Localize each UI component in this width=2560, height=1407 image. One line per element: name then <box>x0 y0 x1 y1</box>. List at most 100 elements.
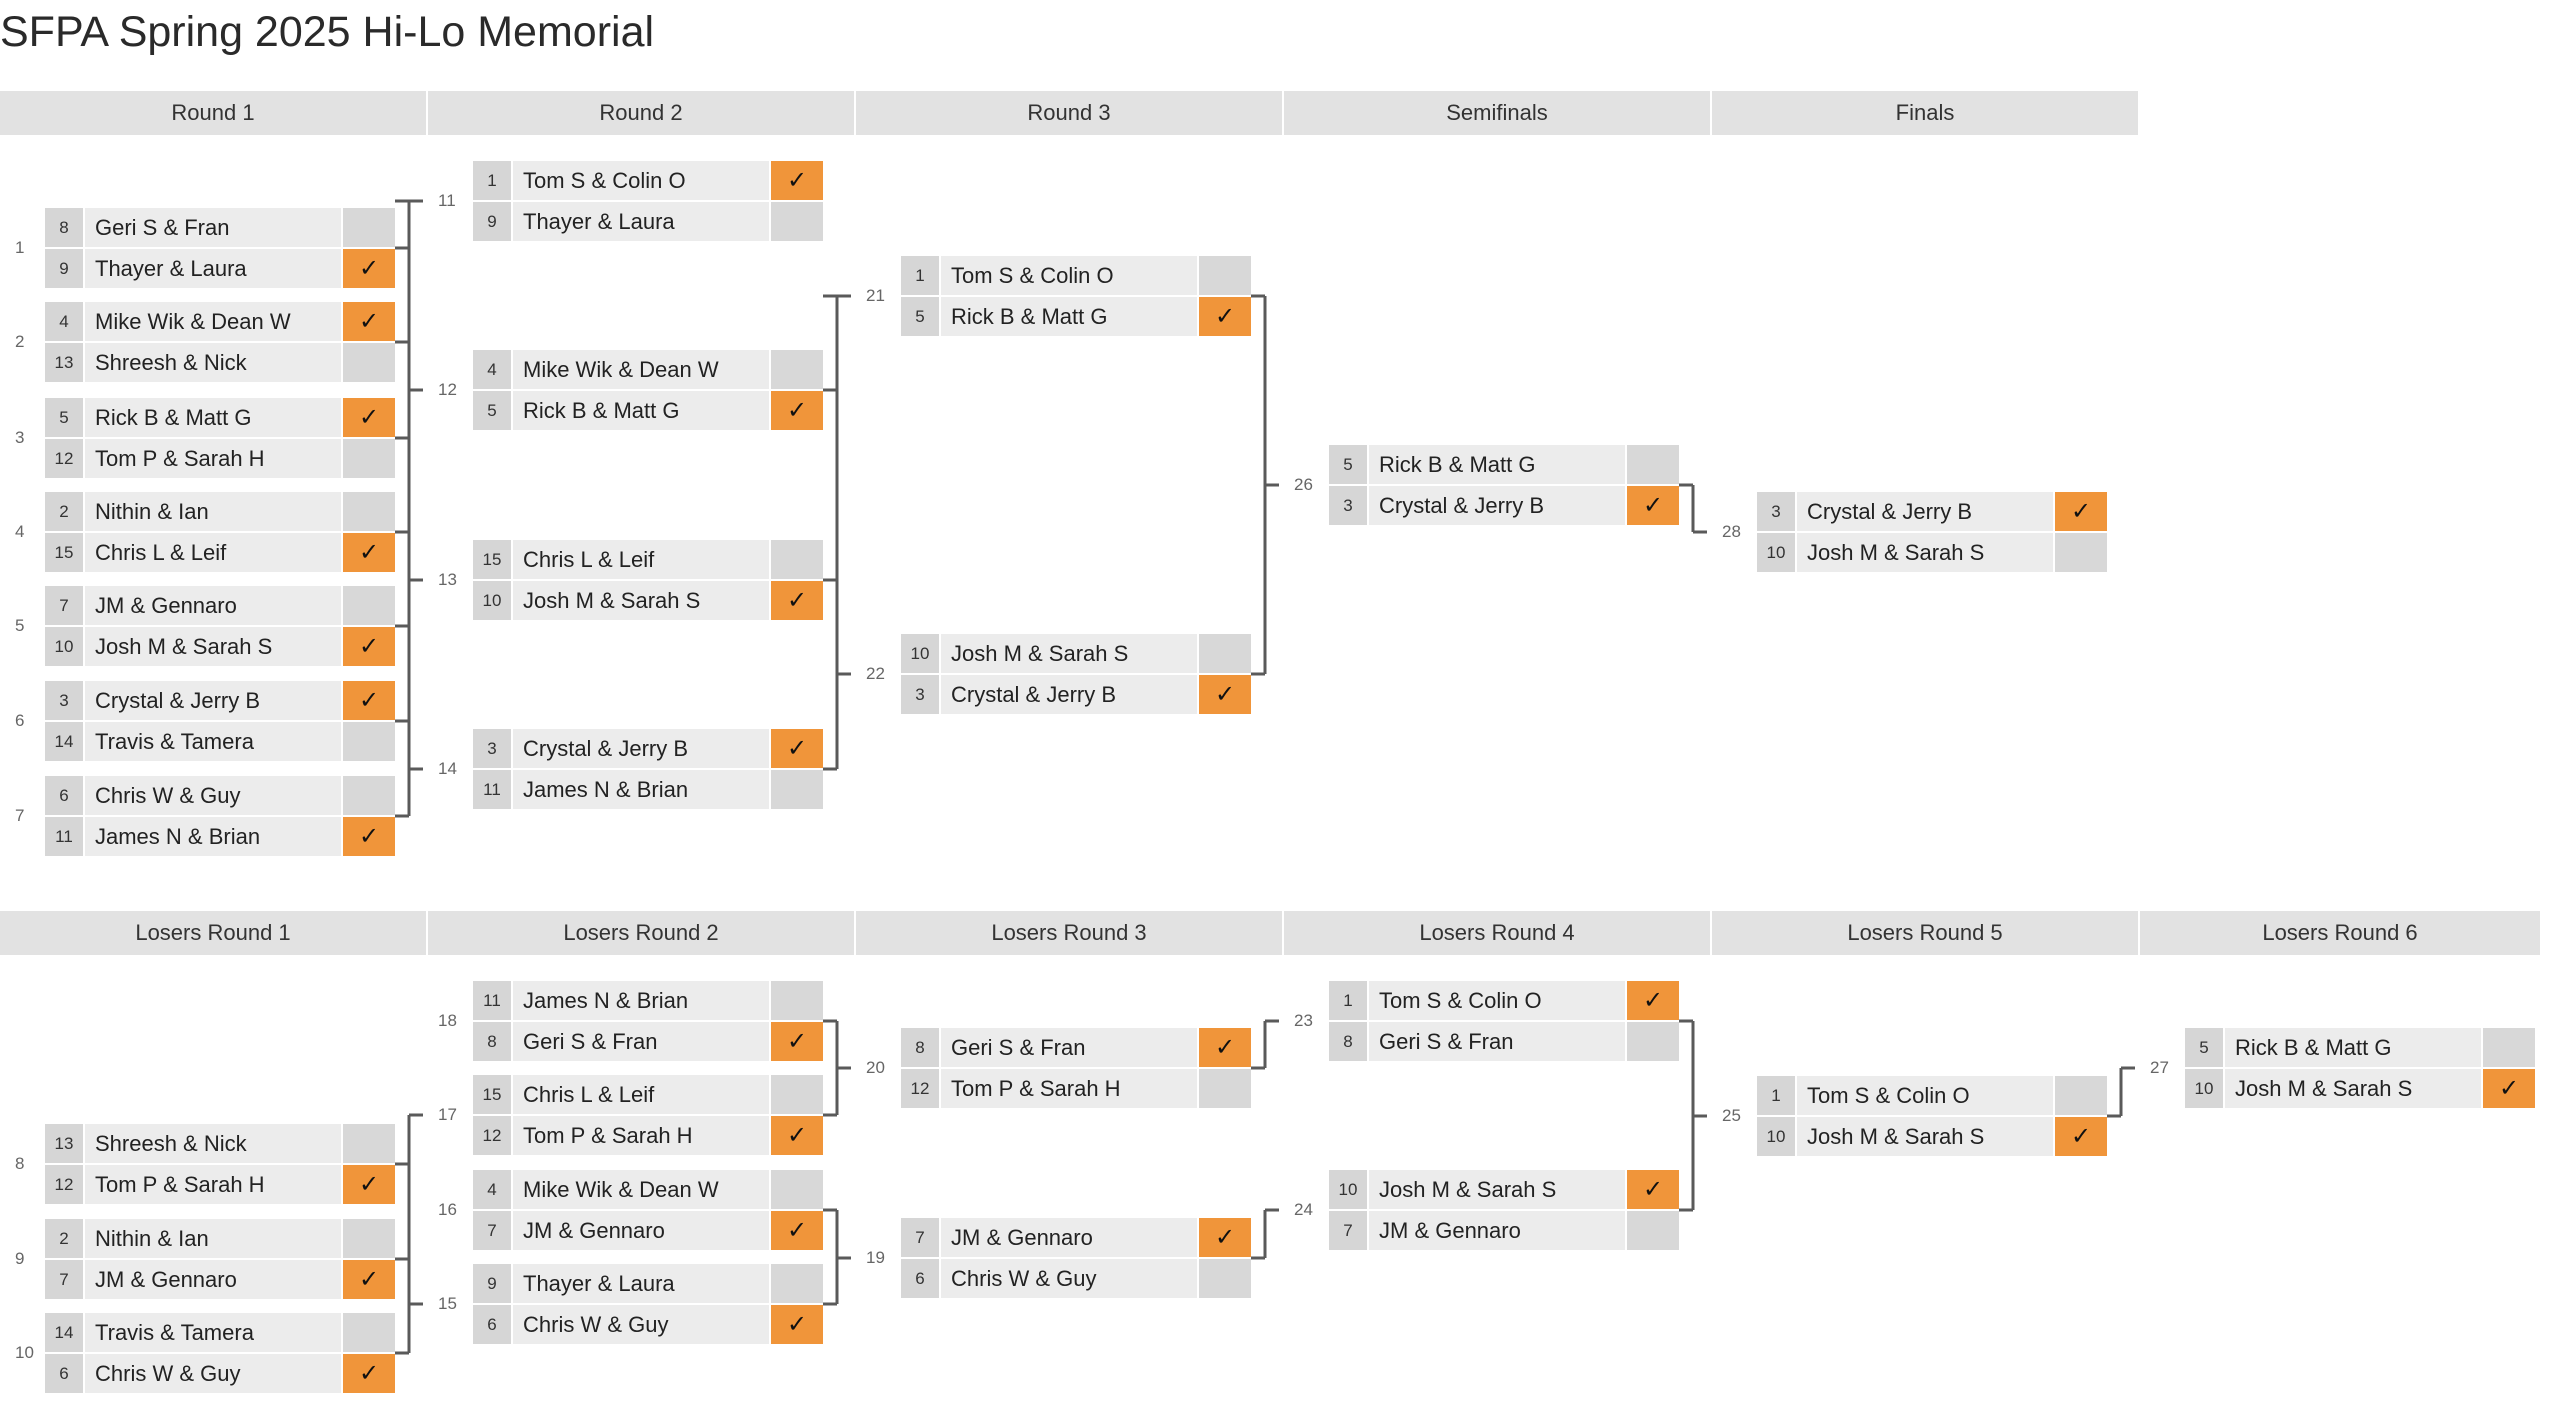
result-cell[interactable] <box>1199 1069 1251 1108</box>
result-cell[interactable] <box>2483 1028 2535 1067</box>
result-cell[interactable] <box>2055 1076 2107 1115</box>
winner-check-icon[interactable]: ✓ <box>343 1354 395 1393</box>
result-cell[interactable] <box>343 722 395 761</box>
result-cell[interactable] <box>2055 533 2107 572</box>
winner-check-icon[interactable]: ✓ <box>771 1305 823 1344</box>
result-cell[interactable] <box>343 1219 395 1258</box>
winner-check-icon[interactable]: ✓ <box>343 1165 395 1204</box>
result-cell[interactable] <box>343 439 395 478</box>
winner-check-icon[interactable]: ✓ <box>771 391 823 430</box>
result-cell[interactable] <box>1627 1211 1679 1250</box>
winner-check-icon[interactable]: ✓ <box>771 161 823 200</box>
winner-check-icon[interactable]: ✓ <box>771 581 823 620</box>
winner-check-icon[interactable]: ✓ <box>343 533 395 572</box>
winner-check-icon[interactable]: ✓ <box>771 1211 823 1250</box>
result-cell[interactable] <box>343 1313 395 1352</box>
result-cell[interactable] <box>343 343 395 382</box>
result-cell[interactable] <box>1627 445 1679 484</box>
result-cell[interactable] <box>343 208 395 247</box>
result-cell[interactable] <box>343 776 395 815</box>
winner-check-icon[interactable]: ✓ <box>2055 1117 2107 1156</box>
result-cell[interactable] <box>343 1124 395 1163</box>
result-cell[interactable] <box>1199 634 1251 673</box>
result-cell[interactable] <box>771 981 823 1020</box>
winner-check-icon[interactable]: ✓ <box>1199 297 1251 336</box>
winner-check-icon[interactable]: ✓ <box>343 398 395 437</box>
winner-check-icon[interactable]: ✓ <box>343 302 395 341</box>
winner-check-icon[interactable]: ✓ <box>2055 492 2107 531</box>
result-cell[interactable] <box>343 492 395 531</box>
result-cell[interactable] <box>771 1170 823 1209</box>
result-cell[interactable] <box>771 770 823 809</box>
winner-check-icon[interactable]: ✓ <box>771 1022 823 1061</box>
result-cell[interactable] <box>1199 1259 1251 1298</box>
result-cell[interactable] <box>771 1075 823 1114</box>
winner-check-icon[interactable]: ✓ <box>343 627 395 666</box>
winner-check-icon[interactable]: ✓ <box>1627 486 1679 525</box>
result-cell[interactable] <box>343 586 395 625</box>
result-cell[interactable] <box>1199 256 1251 295</box>
result-cell[interactable] <box>771 202 823 241</box>
winner-check-icon[interactable]: ✓ <box>1627 1170 1679 1209</box>
winner-check-icon[interactable]: ✓ <box>771 729 823 768</box>
winner-check-icon[interactable]: ✓ <box>1199 675 1251 714</box>
winner-check-icon[interactable]: ✓ <box>1199 1218 1251 1257</box>
winner-check-icon[interactable]: ✓ <box>343 681 395 720</box>
result-cell[interactable] <box>771 540 823 579</box>
result-cell[interactable] <box>771 350 823 389</box>
result-cell[interactable] <box>771 1264 823 1303</box>
winner-check-icon[interactable]: ✓ <box>343 817 395 856</box>
winner-check-icon[interactable]: ✓ <box>1199 1028 1251 1067</box>
winner-check-icon[interactable]: ✓ <box>2483 1069 2535 1108</box>
